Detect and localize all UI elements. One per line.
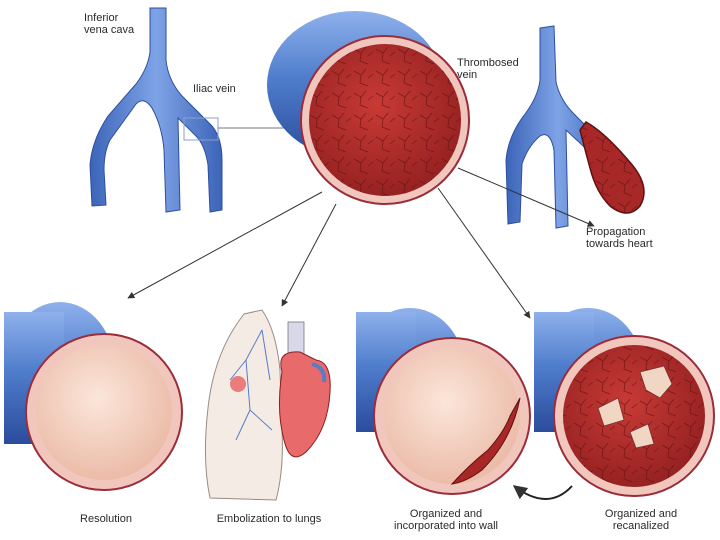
resolution-illustration [4,302,183,491]
embolization-illustration [204,309,331,501]
arrow-to-embolization [281,203,337,307]
incorporated-lumen [384,348,520,484]
label-iliac-vein: Iliac vein [193,83,236,95]
thrombosed-vein-crosssection [267,11,470,205]
resolution-lumen [36,344,172,480]
propagating-vein [505,25,611,229]
label-propagation: Propagation towards heart [586,226,653,250]
lung [204,309,283,501]
trachea [287,321,305,357]
label-resolution: Resolution [80,513,132,525]
propagation-illustration [505,25,645,229]
recanalized-illustration [534,308,715,497]
heart [278,351,331,458]
label-organized-recanalized: Organized and recanalized [604,508,678,532]
incorporated-thrombus [450,397,521,485]
vena-cava-illustration [89,7,290,213]
label-thrombosed-vein: Thrombosed vein [457,57,519,81]
embolus-spot [230,376,246,392]
arrow-to-resolution [127,191,323,299]
arrow-recanalized-to-incorporated [512,485,573,500]
vena-cava-vessel [89,7,223,213]
incorporated-illustration [356,308,531,495]
arrow-to-organized [437,187,531,319]
label-embolization: Embolization to lungs [216,513,322,525]
label-organized-incorporated: Organized and incorporated into wall [394,508,498,532]
label-inferior-vena-cava: Inferior vena cava [84,12,135,36]
recanalized-channel-2 [597,397,625,427]
arrow-to-propagation [457,167,595,227]
iliac-zoom-box [183,117,219,141]
outcome-arrows [127,167,595,500]
recanalized-channel-3 [629,423,655,449]
recanalized-channel-1 [639,365,673,399]
